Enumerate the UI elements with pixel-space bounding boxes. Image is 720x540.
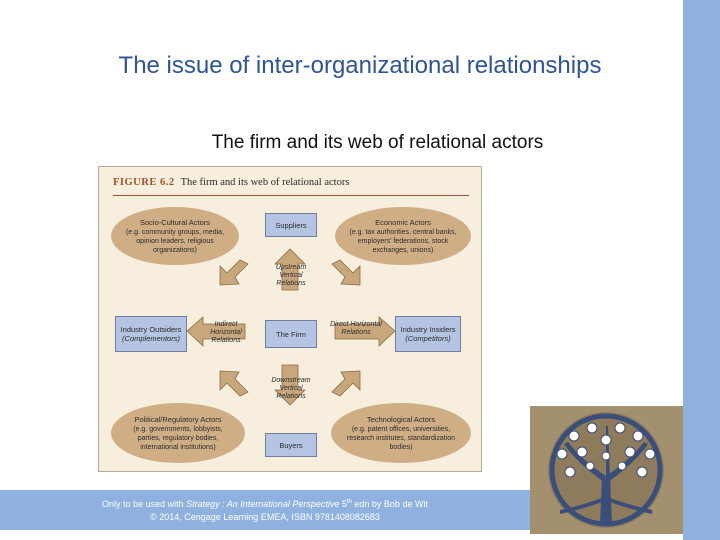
figure-rule xyxy=(113,195,469,196)
socio-cultural-heading: Socio-Cultural Actors xyxy=(139,217,211,227)
tree-of-life-image xyxy=(530,406,683,534)
upstream-arrow xyxy=(274,248,306,291)
the-firm-label: The Firm xyxy=(276,329,306,339)
industry-insiders-box: Industry Insiders (Competitors) xyxy=(395,316,461,352)
technological-examples: (e.g. patent offices, universities, rese… xyxy=(346,425,456,451)
diagonal-arrow-top-right xyxy=(331,259,361,286)
competitors-label: (Competitors) xyxy=(405,334,451,343)
downstream-arrow xyxy=(274,364,306,406)
suppliers-box: Suppliers xyxy=(265,213,317,237)
diagonal-arrow-bottom-left xyxy=(219,370,249,397)
complementors-label: (Complementors) xyxy=(122,334,180,343)
footer-prefix: Only to be used with xyxy=(102,499,187,509)
technological-actors-ellipse: Technological Actors (e.g. patent office… xyxy=(331,403,471,463)
relations-arrows xyxy=(186,248,396,406)
figure-number: FIGURE 6.2 xyxy=(113,177,175,188)
figure-caption: FIGURE 6.2 The firm and its web of relati… xyxy=(113,177,349,188)
indirect-arrow xyxy=(186,316,246,347)
footer-edition-number: 5 xyxy=(341,499,347,509)
buyers-label: Buyers xyxy=(279,440,303,450)
footer-line-2: © 2014, Cengage Learning EMEA, ISBN 9781… xyxy=(150,512,380,522)
suppliers-label: Suppliers xyxy=(275,220,307,230)
footer-line-1: Only to be used with Strategy : An Inter… xyxy=(0,496,530,511)
downstream-relations-label: Downstream Vertical Relations xyxy=(271,377,311,400)
political-actors-ellipse: Political/Regulatory Actors (e.g. govern… xyxy=(111,403,245,463)
economic-examples: (e.g. tax authorities, central banks, em… xyxy=(349,228,457,254)
political-heading: Political/Regulatory Actors xyxy=(134,414,222,424)
diagonal-arrow-bottom-right xyxy=(331,370,361,397)
figure-diagram: FIGURE 6.2 The firm and its web of relati… xyxy=(98,166,482,472)
figure-caption-text: The firm and its web of relational actor… xyxy=(180,177,350,188)
socio-cultural-examples: (e.g. community groups, media, opinion l… xyxy=(125,228,225,254)
slide-subtitle: The firm and its web of relational actor… xyxy=(211,132,544,153)
indirect-relations-label: Indirect Horizontal Relations xyxy=(210,321,242,344)
upstream-relations-label: Upstream Vertical Relations xyxy=(275,264,307,287)
socio-cultural-actors-ellipse: Socio-Cultural Actors (e.g. community gr… xyxy=(111,207,239,265)
political-examples: (e.g. governments, lobbyists, parties, r… xyxy=(133,425,223,451)
industry-outsiders-box: Industry Outsiders (Complementors) xyxy=(115,316,187,352)
economic-heading: Economic Actors xyxy=(375,217,431,227)
technological-heading: Technological Actors xyxy=(366,414,436,424)
industry-insiders-label: Industry Insiders xyxy=(400,325,456,334)
footer-bar: Only to be used with Strategy : An Inter… xyxy=(0,490,530,530)
the-firm-box: The Firm xyxy=(265,320,317,348)
diagonal-arrow-top-left xyxy=(219,259,249,286)
direct-arrow xyxy=(334,316,396,347)
footer-suffix: edn by Bob de Wit xyxy=(351,499,428,509)
slide-title: The issue of inter-organizational relati… xyxy=(118,52,602,79)
direct-relations-label: Direct Horizontal Relations xyxy=(330,321,382,336)
side-accent-bar xyxy=(683,0,720,540)
tree-of-life-icon xyxy=(548,412,664,528)
economic-actors-ellipse: Economic Actors (e.g. tax authorities, c… xyxy=(335,207,471,265)
buyers-box: Buyers xyxy=(265,433,317,457)
industry-outsiders-label: Industry Outsiders xyxy=(120,325,182,334)
footer-book-title: Strategy : An International Perspective xyxy=(186,499,340,509)
footer-edition-suffix: th xyxy=(346,499,352,505)
